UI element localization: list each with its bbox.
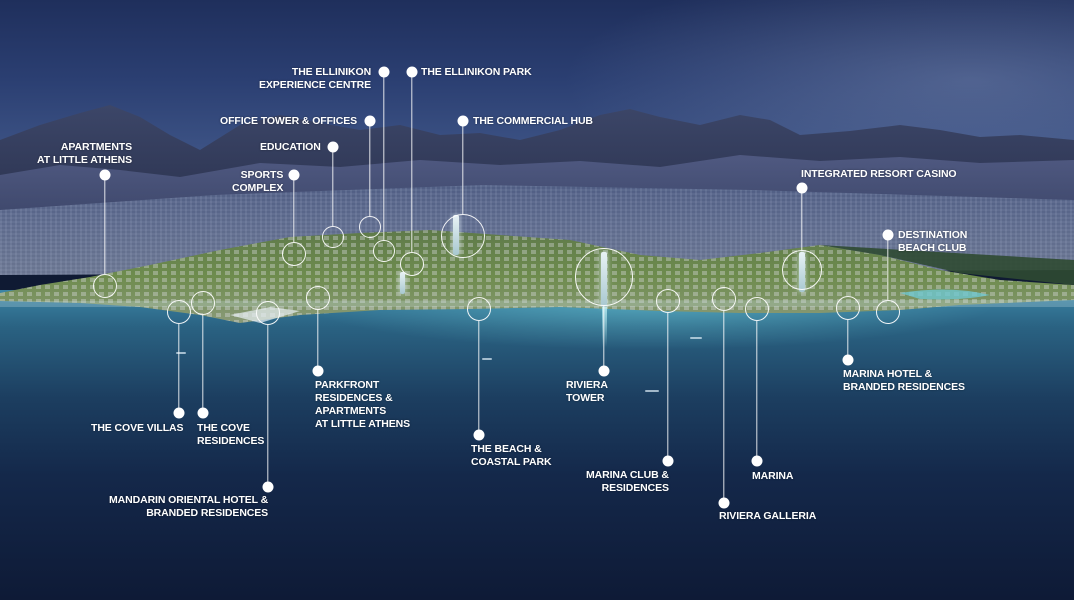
location-ring-marina-club-residences[interactable] [656,289,680,313]
location-ring-apartments-little-athens[interactable] [93,274,117,298]
location-ring-riviera-galleria[interactable] [712,287,736,311]
leader-line-cove-villas [178,324,180,413]
location-ring-destination-beach-club[interactable] [876,300,900,324]
location-ring-integrated-resort-casino[interactable] [782,250,822,290]
leader-line-mandarin-oriental [267,325,269,487]
boat [176,352,186,354]
boat [645,390,659,392]
leader-line-cove-residences [202,315,204,413]
location-ring-marina[interactable] [745,297,769,321]
marker-dot-apartments-little-athens[interactable] [99,169,111,181]
location-ring-cove-residences[interactable] [191,291,215,315]
location-ring-mandarin-oriental[interactable] [256,301,280,325]
marker-label-education[interactable]: EDUCATION [260,141,321,153]
peninsula-landmass [0,230,1074,323]
leader-line-marina [756,321,758,461]
marker-label-ellinikon-experience-centre[interactable]: THE ELLINIKON EXPERIENCE CENTRE [259,66,372,91]
location-ring-office-tower-offices[interactable] [359,216,381,238]
location-ring-sports-complex[interactable] [282,242,306,266]
small-tower [400,272,405,294]
marker-dot-parkfront-residences[interactable] [312,365,324,377]
leader-line-parkfront-residences [317,310,319,371]
leader-line-commercial-hub [462,121,464,214]
marker-dot-integrated-resort-casino[interactable] [796,182,808,194]
leader-line-riviera-tower [603,306,605,371]
leader-line-destination-beach-club [887,235,889,300]
leader-line-apartments-little-athens [104,175,106,274]
leader-line-marina-hotel [847,320,849,360]
marker-dot-education[interactable] [327,141,339,153]
marker-dot-marina-club-residences[interactable] [662,455,674,467]
marker-label-destination-beach-club[interactable]: DESTINATION BEACH CLUB [898,229,968,254]
marker-label-office-tower-offices[interactable]: OFFICE TOWER & OFFICES [220,115,358,127]
marker-dot-cove-villas[interactable] [173,407,185,419]
marker-label-beach-coastal-park[interactable]: THE BEACH & COASTAL PARK [471,443,552,468]
marker-label-cove-residences[interactable]: THE COVE RESIDENCES [197,422,265,447]
leader-line-ellinikon-park [411,72,413,252]
marker-dot-riviera-tower[interactable] [598,365,610,377]
marker-dot-office-tower-offices[interactable] [364,115,376,127]
leader-line-marina-club-residences [667,313,669,461]
marker-dot-destination-beach-club[interactable] [882,229,894,241]
marker-dot-marina-hotel[interactable] [842,354,854,366]
marker-dot-beach-coastal-park[interactable] [473,429,485,441]
marker-label-apartments-little-athens[interactable]: APARTMENTS AT LITTLE ATHENS [37,141,133,166]
location-ring-parkfront-residences[interactable] [306,286,330,310]
location-ring-ellinikon-experience-centre[interactable] [373,240,395,262]
leader-line-integrated-resort-casino [801,188,803,250]
leader-line-ellinikon-experience-centre [383,72,385,240]
location-ring-ellinikon-park[interactable] [400,252,424,276]
boat [482,358,492,360]
marker-label-riviera-galleria[interactable]: RIVIERA GALLERIA [719,510,817,522]
marker-label-marina[interactable]: MARINA [752,470,794,482]
marker-label-marina-club-residences[interactable]: MARINA CLUB & RESIDENCES [586,469,669,494]
marker-dot-ellinikon-park[interactable] [406,66,418,78]
marker-label-mandarin-oriental[interactable]: MANDARIN ORIENTAL HOTEL & BRANDED RESIDE… [109,494,269,519]
marker-label-commercial-hub[interactable]: THE COMMERCIAL HUB [473,115,593,127]
leader-line-beach-coastal-park [478,321,480,435]
location-ring-marina-hotel[interactable] [836,296,860,320]
location-ring-cove-villas[interactable] [167,300,191,324]
marker-dot-sports-complex[interactable] [288,169,300,181]
leader-line-riviera-galleria [723,311,725,503]
leader-line-education [332,147,334,226]
marker-dot-commercial-hub[interactable] [457,115,469,127]
marker-label-cove-villas[interactable]: THE COVE VILLAS [91,422,184,434]
marker-dot-ellinikon-experience-centre[interactable] [378,66,390,78]
location-ring-riviera-tower[interactable] [575,248,633,306]
marker-label-ellinikon-park[interactable]: THE ELLINIKON PARK [421,66,532,78]
leader-line-office-tower-offices [369,121,371,216]
boat [690,337,702,339]
marker-dot-mandarin-oriental[interactable] [262,481,274,493]
location-ring-beach-coastal-park[interactable] [467,297,491,321]
marker-label-integrated-resort-casino[interactable]: INTEGRATED RESORT CASINO [801,168,957,180]
marker-label-parkfront-residences[interactable]: PARKFRONT RESIDENCES & APARTMENTS AT LIT… [315,379,411,430]
location-ring-education[interactable] [322,226,344,248]
marker-label-riviera-tower[interactable]: RIVIERA TOWER [566,379,608,404]
marker-dot-marina[interactable] [751,455,763,467]
leader-line-sports-complex [293,175,295,242]
marker-dot-cove-residences[interactable] [197,407,209,419]
marker-dot-riviera-galleria[interactable] [718,497,730,509]
marker-label-marina-hotel[interactable]: MARINA HOTEL & BRANDED RESIDENCES [843,368,965,393]
location-ring-commercial-hub[interactable] [441,214,485,258]
marker-label-sports-complex[interactable]: SPORTS COMPLEX [232,169,284,194]
